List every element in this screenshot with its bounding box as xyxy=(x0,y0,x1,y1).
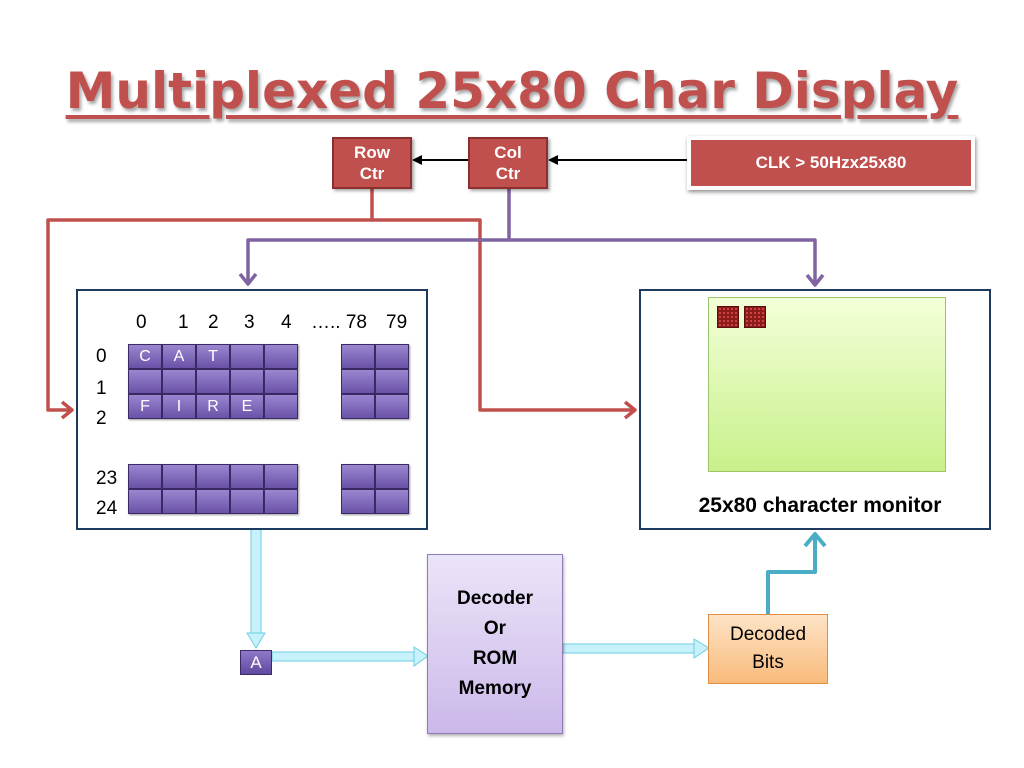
row-header-24: 24 xyxy=(96,498,118,519)
grid-cell: E xyxy=(230,394,264,419)
grid-cell xyxy=(162,489,196,514)
grid-cell xyxy=(230,344,264,369)
clock-box: CLK > 50Hzx25x80 xyxy=(687,136,975,190)
grid-row-24 xyxy=(128,489,298,514)
grid-cell xyxy=(162,369,196,394)
grid-cell: R xyxy=(196,394,230,419)
bits-to-monitor-arrow xyxy=(766,532,827,614)
col-counter-line1: Col xyxy=(494,143,522,162)
decoder-line4: Memory xyxy=(458,678,532,699)
grid-cell xyxy=(375,369,409,394)
grid-cell: T xyxy=(196,344,230,369)
grid-cell xyxy=(264,369,298,394)
char-pixel-block xyxy=(717,306,739,328)
grid-cell xyxy=(162,464,196,489)
grid-cell xyxy=(341,369,375,394)
a-to-decoder-arrow xyxy=(271,646,429,667)
grid-cell: I xyxy=(162,394,196,419)
grid-cell xyxy=(230,464,264,489)
col-header-0: 0 xyxy=(136,312,147,333)
grid-row-0-tail xyxy=(341,344,409,369)
char-register-box: A xyxy=(240,650,272,675)
col-ctr-connector xyxy=(238,188,825,287)
grid-cell: A xyxy=(162,344,196,369)
decoded-bits-box: Decoded Bits xyxy=(708,614,828,684)
row-ctr-connector xyxy=(46,188,637,420)
grid-cell xyxy=(375,394,409,419)
col-counter-box: Col Ctr xyxy=(468,137,548,189)
grid-cell xyxy=(375,344,409,369)
grid-row-23-tail xyxy=(341,464,409,489)
col-header-3: 3 xyxy=(244,312,255,333)
monitor-label: 25x80 character monitor xyxy=(698,494,942,517)
grid-row-1 xyxy=(128,369,298,394)
bits-line2: Bits xyxy=(752,652,784,673)
grid-cell xyxy=(196,369,230,394)
row-header-23: 23 xyxy=(96,468,118,489)
grid-cell xyxy=(375,464,409,489)
col-header-4: 4 xyxy=(281,312,292,333)
grid-cell xyxy=(375,489,409,514)
row-counter-line2: Ctr xyxy=(359,164,385,183)
decoder-line3: ROM xyxy=(472,648,518,669)
grid-cell xyxy=(128,464,162,489)
grid-cell: C xyxy=(128,344,162,369)
grid-row-23 xyxy=(128,464,298,489)
grid-cell xyxy=(128,489,162,514)
col-counter-line2: Ctr xyxy=(495,164,521,183)
grid-row-0: C A T xyxy=(128,344,298,369)
grid-cell xyxy=(264,489,298,514)
monitor-screen xyxy=(708,297,946,472)
grid-cell xyxy=(341,394,375,419)
row-counter-line1: Row xyxy=(354,143,390,162)
col-header-2: 2 xyxy=(208,312,219,333)
grid-cell xyxy=(264,394,298,419)
grid-cell xyxy=(196,464,230,489)
row-header-2: 2 xyxy=(96,408,107,429)
bits-line1: Decoded xyxy=(729,624,807,645)
grid-cell: F xyxy=(128,394,162,419)
char-pixel-block xyxy=(744,306,766,328)
col-header-79: 79 xyxy=(386,312,408,333)
grid-row-24-tail xyxy=(341,489,409,514)
grid-row-2-tail xyxy=(341,394,409,419)
row-header-0: 0 xyxy=(96,346,107,367)
decoder-rom-box: Decoder Or ROM Memory xyxy=(427,554,563,734)
clock-label: CLK > 50Hzx25x80 xyxy=(691,140,971,186)
grid-to-a-arrow xyxy=(246,528,266,649)
grid-cell xyxy=(264,344,298,369)
grid-cell xyxy=(264,464,298,489)
decoder-to-bits-arrow xyxy=(562,638,710,659)
row-counter-box: Row Ctr xyxy=(332,137,412,189)
page-title: Multiplexed 25x80 Char Display xyxy=(65,62,959,120)
decoder-line2: Or xyxy=(483,618,507,639)
grid-row-1-tail xyxy=(341,369,409,394)
grid-cell xyxy=(196,489,230,514)
grid-cell xyxy=(341,344,375,369)
grid-cell xyxy=(230,369,264,394)
col-header-1: 1 xyxy=(178,312,189,333)
grid-cell xyxy=(230,489,264,514)
grid-cell xyxy=(341,489,375,514)
grid-cell xyxy=(128,369,162,394)
grid-cell xyxy=(341,464,375,489)
row-header-1: 1 xyxy=(96,378,107,399)
col-header-78: ….. 78 xyxy=(311,312,367,333)
decoder-line1: Decoder xyxy=(456,588,534,609)
grid-row-2: F I R E xyxy=(128,394,298,419)
